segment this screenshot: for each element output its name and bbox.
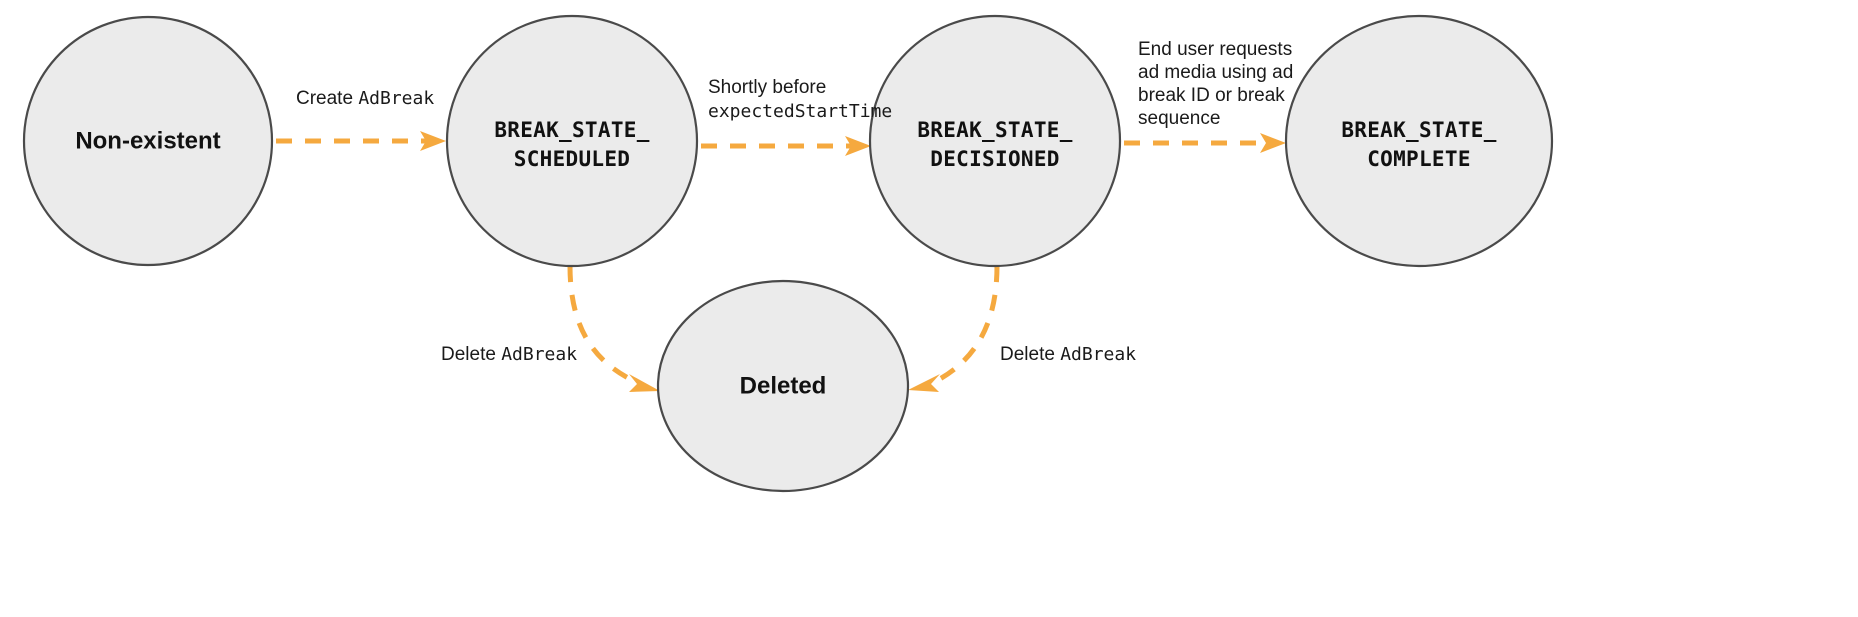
edge-label-delete-left-part2: AdBreak [501, 344, 577, 365]
state-node-break-state-decisioned-label-line1: BREAK_STATE_ [917, 118, 1072, 142]
state-node-break-state-complete-label-line1: BREAK_STATE_ [1341, 118, 1496, 142]
state-node-break-state-scheduled-shape[interactable] [445, 14, 699, 268]
svg-text:Delete AdBreak: Delete AdBreak [441, 344, 577, 365]
state-node-non-existent-label: Non-existent [75, 127, 220, 154]
state-node-non-existent-shape[interactable] [22, 15, 274, 267]
edge-label-create-adbreak-part1: Create [296, 88, 358, 109]
edge-label-create-adbreak-part2: AdBreak [358, 88, 434, 109]
state-node-deleted-label: Deleted [740, 372, 827, 399]
edge-label-shortly-before: Shortly before expectedStartTime [708, 77, 892, 122]
edge-label-end-user-requests: End user requests ad media using ad brea… [1138, 39, 1293, 129]
edge-label-end-user-line1: End user requests [1138, 39, 1292, 60]
edge-delete-adbreak-scheduled-line [567, 265, 634, 383]
edge-label-delete-adbreak-scheduled: Delete AdBreak [441, 344, 577, 365]
edge-end-user-requests-arrowhead [1260, 133, 1286, 153]
state-node-break-state-decisioned-shape[interactable] [868, 14, 1122, 268]
edge-delete-adbreak-scheduled-arrowhead [629, 374, 660, 392]
edge-label-create-adbreak: Create AdBreak [296, 88, 434, 109]
state-node-break-state-complete[interactable]: BREAK_STATE_ COMPLETE [1284, 14, 1554, 268]
edge-label-delete-left-part1: Delete [441, 344, 501, 365]
state-node-deleted[interactable]: Deleted [656, 279, 910, 493]
edge-label-delete-right-part2: AdBreak [1060, 344, 1136, 365]
state-node-deleted-shape[interactable] [656, 279, 910, 493]
edge-delete-adbreak-decisioned-line [936, 265, 1000, 383]
edge-create-adbreak-arrowhead [420, 131, 446, 151]
state-node-break-state-scheduled[interactable]: BREAK_STATE_ SCHEDULED [445, 14, 699, 268]
state-node-break-state-decisioned-label-line2: DECISIONED [930, 147, 1059, 171]
edge-delete-adbreak-decisioned [908, 265, 1000, 392]
svg-text:Delete AdBreak: Delete AdBreak [1000, 344, 1136, 365]
state-node-break-state-complete-label-line2: COMPLETE [1367, 147, 1471, 171]
state-node-break-state-scheduled-label-line2: SCHEDULED [514, 147, 631, 171]
edge-label-end-user-line2: ad media using ad [1138, 62, 1293, 83]
edge-label-delete-adbreak-decisioned: Delete AdBreak [1000, 344, 1136, 365]
state-node-break-state-complete-shape[interactable] [1284, 14, 1554, 268]
svg-text:Create AdBreak: Create AdBreak [296, 88, 434, 109]
edge-create-adbreak [276, 131, 446, 151]
edge-shortly-before [701, 136, 871, 156]
edge-end-user-requests [1124, 133, 1286, 153]
edge-delete-adbreak-scheduled [567, 265, 660, 392]
edge-delete-adbreak-decisioned-arrowhead [908, 374, 940, 392]
edge-shortly-before-arrowhead [845, 136, 871, 156]
state-node-break-state-decisioned[interactable]: BREAK_STATE_ DECISIONED [868, 14, 1122, 268]
edge-label-end-user-line4: sequence [1138, 108, 1220, 129]
state-node-break-state-scheduled-label-line1: BREAK_STATE_ [494, 118, 649, 142]
edge-label-shortly-before-line1: Shortly before [708, 77, 826, 98]
edge-label-end-user-line3: break ID or break [1138, 85, 1285, 106]
edge-label-expected-start-time: expectedStartTime [708, 101, 892, 122]
edge-label-delete-right-part1: Delete [1000, 344, 1060, 365]
state-node-non-existent[interactable]: Non-existent [22, 15, 274, 267]
